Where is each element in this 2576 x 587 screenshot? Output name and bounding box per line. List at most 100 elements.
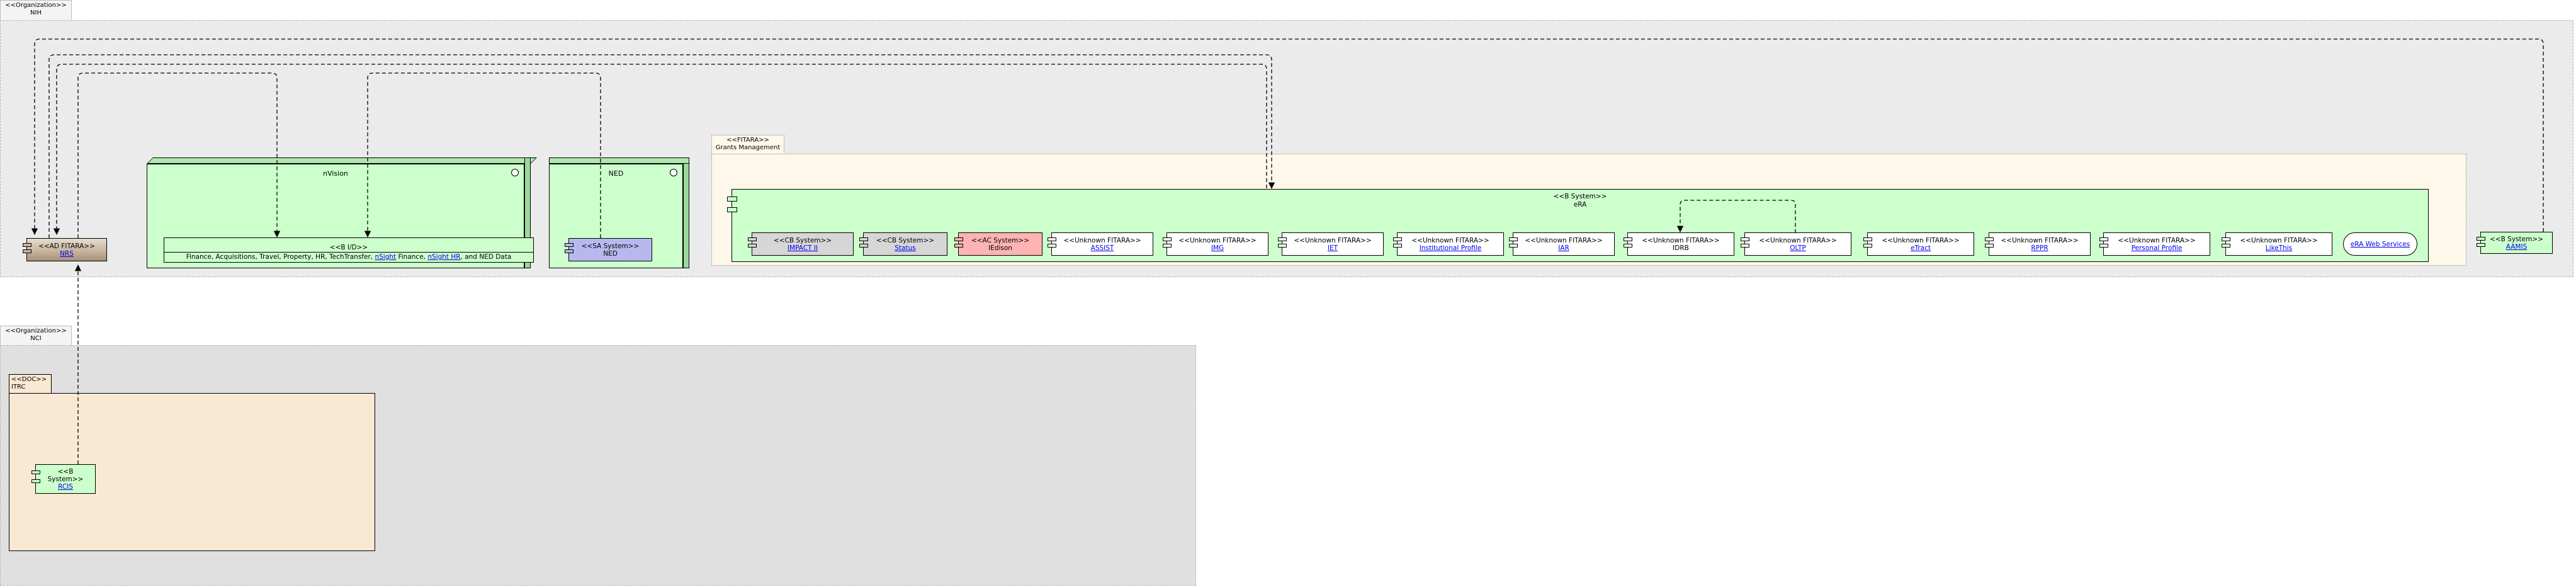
subsystem-stereotype: <<Unknown FITARA>> xyxy=(2001,236,2079,244)
component-port xyxy=(1863,244,1872,248)
component-port xyxy=(1278,244,1287,248)
component-port xyxy=(2477,243,2485,247)
subsystem-stereotype: <<Unknown FITARA>> xyxy=(1294,236,1372,244)
subsystem-name: IEdison xyxy=(988,244,1012,252)
component-port xyxy=(1509,244,1518,248)
component-port xyxy=(1624,244,1632,248)
node-icon xyxy=(511,169,519,176)
nsight-link[interactable]: nSight xyxy=(375,253,397,261)
subsystem-stereotype: <<Unknown FITARA>> xyxy=(2118,236,2196,244)
subsystem-stereotype: <<CB System>> xyxy=(773,236,832,244)
component-port xyxy=(748,237,757,241)
dep-oltp-to-idrb xyxy=(1676,200,1796,233)
era-subsystem-idrb[interactable]: <<Unknown FITARA>>IDRB xyxy=(1624,232,1734,256)
nci-org-tab: <<Organization>> NCI xyxy=(0,326,72,346)
subsystem-link[interactable]: eTract xyxy=(1911,244,1931,252)
subsystem-stereotype: <<Unknown FITARA>> xyxy=(1525,236,1603,244)
subsystem-link[interactable]: IMG xyxy=(1211,244,1224,252)
era-subsystem-impact-ii[interactable]: <<CB System>>IMPACT II xyxy=(748,232,854,256)
subsystem-stereotype: <<Unknown FITARA>> xyxy=(2240,236,2318,244)
subsystem-link[interactable]: IET xyxy=(1327,244,1338,252)
era-subsystem-iet[interactable]: <<Unknown FITARA>>IET xyxy=(1278,232,1384,256)
grants-package-name: Grants Management xyxy=(715,144,781,151)
ned-sa-system[interactable]: <<SA System>> NED xyxy=(565,238,652,261)
component-port xyxy=(31,479,40,483)
itrc-doc-stereotype: <<DOC>> xyxy=(11,376,47,383)
grants-package-stereotype: <<FITARA>> xyxy=(726,137,769,144)
nvision-node-title: nVision xyxy=(323,169,348,178)
component-port xyxy=(31,470,40,474)
aamis-link[interactable]: AAMIS xyxy=(2505,242,2528,251)
nrs-stereotype: <<AD FITARA>> xyxy=(38,242,95,250)
component-port xyxy=(1741,244,1749,248)
component-port xyxy=(727,197,737,202)
component-port xyxy=(2477,237,2485,241)
subsystem-link[interactable]: IAR xyxy=(1558,244,1569,252)
era-subsystem-likethis[interactable]: <<Unknown FITARA>>LikeThis xyxy=(2222,232,2332,256)
itrc-doc-tab: <<DOC>> ITRC xyxy=(9,374,52,394)
component-port xyxy=(1624,237,1632,241)
bi-desc-mid: Finance, xyxy=(396,253,428,261)
era-subsystem-img[interactable]: <<Unknown FITARA>>IMG xyxy=(1163,232,1268,256)
era-subsystem-rppr[interactable]: <<Unknown FITARA>>RPPR xyxy=(1985,232,2091,256)
era-subsystem-oltp[interactable]: <<Unknown FITARA>>OLTP xyxy=(1741,232,1851,256)
rcis-stereotype: <<B System>> xyxy=(47,467,84,483)
component-port xyxy=(859,244,868,248)
era-subsystem-personal-profile[interactable]: <<Unknown FITARA>>Personal Profile xyxy=(2099,232,2210,256)
component-port xyxy=(954,237,963,241)
subsystem-link[interactable]: LikeThis xyxy=(2265,244,2293,252)
nrs-link[interactable]: NRS xyxy=(60,249,74,258)
component-port xyxy=(2099,237,2108,241)
bi-desc-suffix: , and NED Data xyxy=(460,253,512,261)
subsystem-link[interactable]: Personal Profile xyxy=(2131,244,2183,252)
component-port xyxy=(727,207,737,212)
component-port xyxy=(1163,244,1172,248)
era-web-services[interactable]: eRA Web Services xyxy=(2343,232,2417,256)
nsight-hr-link[interactable]: nSight HR xyxy=(427,253,461,261)
component-port xyxy=(1278,237,1287,241)
component-port xyxy=(565,243,573,247)
component-port xyxy=(1985,244,1994,248)
era-subsystem-status[interactable]: <<CB System>>Status xyxy=(859,232,947,256)
era-subsystem-etract[interactable]: <<Unknown FITARA>>eTract xyxy=(1863,232,1974,256)
subsystem-link[interactable]: RPPR xyxy=(2031,244,2048,252)
bi-desc-prefix: Finance, Acquisitions, Travel, Property,… xyxy=(186,253,375,261)
subsystem-link[interactable]: IMPACT II xyxy=(787,244,818,252)
subsystem-stereotype: <<Unknown FITARA>> xyxy=(1411,236,1489,244)
subsystem-link[interactable]: Status xyxy=(895,244,916,252)
ned-sa-name: NED xyxy=(603,249,618,258)
node-icon xyxy=(670,169,677,176)
era-subsystem-iedison[interactable]: <<AC System>>IEdison xyxy=(954,232,1042,256)
era-subsystem-assist[interactable]: <<Unknown FITARA>>ASSIST xyxy=(1048,232,1153,256)
dep-nrs-to-era xyxy=(48,54,1275,238)
bi-data-stereotype: <<B I/D>> xyxy=(164,243,533,253)
nci-org-name: NCI xyxy=(30,335,42,342)
component-port xyxy=(23,243,31,247)
aamis-stereotype: <<B System>> xyxy=(2490,235,2543,243)
component-port xyxy=(748,244,757,248)
component-port xyxy=(1985,237,1994,241)
component-port xyxy=(1509,237,1518,241)
nih-org-stereotype: <<Organization>> xyxy=(5,2,67,9)
nci-org-stereotype: <<Organization>> xyxy=(5,328,67,334)
aamis-component[interactable]: <<B System>> AAMIS xyxy=(2477,232,2553,254)
subsystem-link[interactable]: OLTP xyxy=(1790,244,1806,252)
dep-nrs-to-bi xyxy=(77,72,281,238)
rcis-link[interactable]: RCIS xyxy=(58,482,73,491)
component-port xyxy=(23,249,31,253)
component-port xyxy=(2222,244,2230,248)
component-port xyxy=(1393,237,1402,241)
rcis-component[interactable]: <<B System>> RCIS xyxy=(31,464,96,494)
component-port xyxy=(1741,237,1749,241)
nih-org-name: NIH xyxy=(30,9,42,16)
subsystem-link[interactable]: Institutional Profile xyxy=(1419,244,1482,252)
subsystem-link[interactable]: ASSIST xyxy=(1090,244,1114,252)
dep-aamis-to-nrs xyxy=(31,38,2544,236)
nrs-component[interactable]: <<AD FITARA>> NRS xyxy=(23,238,107,261)
era-subsystem-iar[interactable]: <<Unknown FITARA>>IAR xyxy=(1509,232,1615,256)
era-subsystem-institutional-profile[interactable]: <<Unknown FITARA>>Institutional Profile xyxy=(1393,232,1504,256)
component-port xyxy=(1163,237,1172,241)
component-port xyxy=(565,249,573,253)
era-web-services-link[interactable]: eRA Web Services xyxy=(2350,240,2410,248)
